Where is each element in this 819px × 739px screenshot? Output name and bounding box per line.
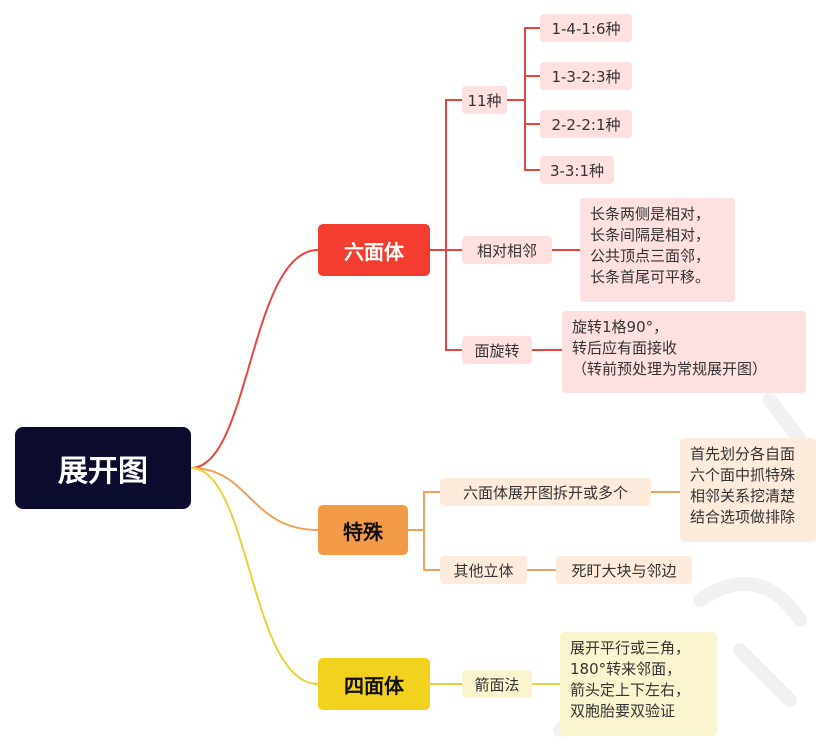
kind-item-3: 2-2-2:1种 (540, 110, 632, 138)
edge-root-tetrahedron (190, 467, 319, 685)
opposite-adjacent-node: 相对相邻 (462, 236, 552, 264)
kind-item-2: 1-3-2:3种 (540, 62, 632, 90)
other-solids-node: 其他立体 (440, 556, 527, 584)
kind-item-4: 3-3:1种 (540, 156, 614, 184)
edge-root-hexahedron (190, 249, 319, 469)
root-node: 展开图 (15, 427, 191, 509)
arrow-method-node: 箭面法 (462, 670, 532, 698)
arrow-method-note: 展开平行或三角， 180°转来邻面， 箭头定上下左右， 双胞胎要双验证 (560, 632, 717, 736)
kind-item-1: 1-4-1:6种 (540, 14, 632, 42)
special-node: 特殊 (318, 505, 408, 555)
split-node: 六面体展开图拆开或多个 (440, 478, 651, 506)
other-solids-note: 死盯大块与邻边 (556, 556, 692, 584)
rotation-node: 面旋转 (462, 336, 532, 364)
eleven-kinds-node: 11种 (462, 86, 507, 114)
opposite-adjacent-note: 长条两侧是相对， 长条间隔是相对， 公共顶点三面邻， 长条首尾可平移。 (580, 198, 735, 302)
tetrahedron-node: 四面体 (318, 658, 430, 710)
edge-root-special (190, 467, 319, 531)
hexahedron-node: 六面体 (318, 224, 430, 276)
split-note: 首先划分各自面 六个面中抓特殊 相邻关系挖清楚 结合选项做排除 (680, 438, 816, 542)
rotation-note: 旋转1格90°， 转后应有面接收 （转前预处理为常规展开图） (562, 311, 806, 393)
